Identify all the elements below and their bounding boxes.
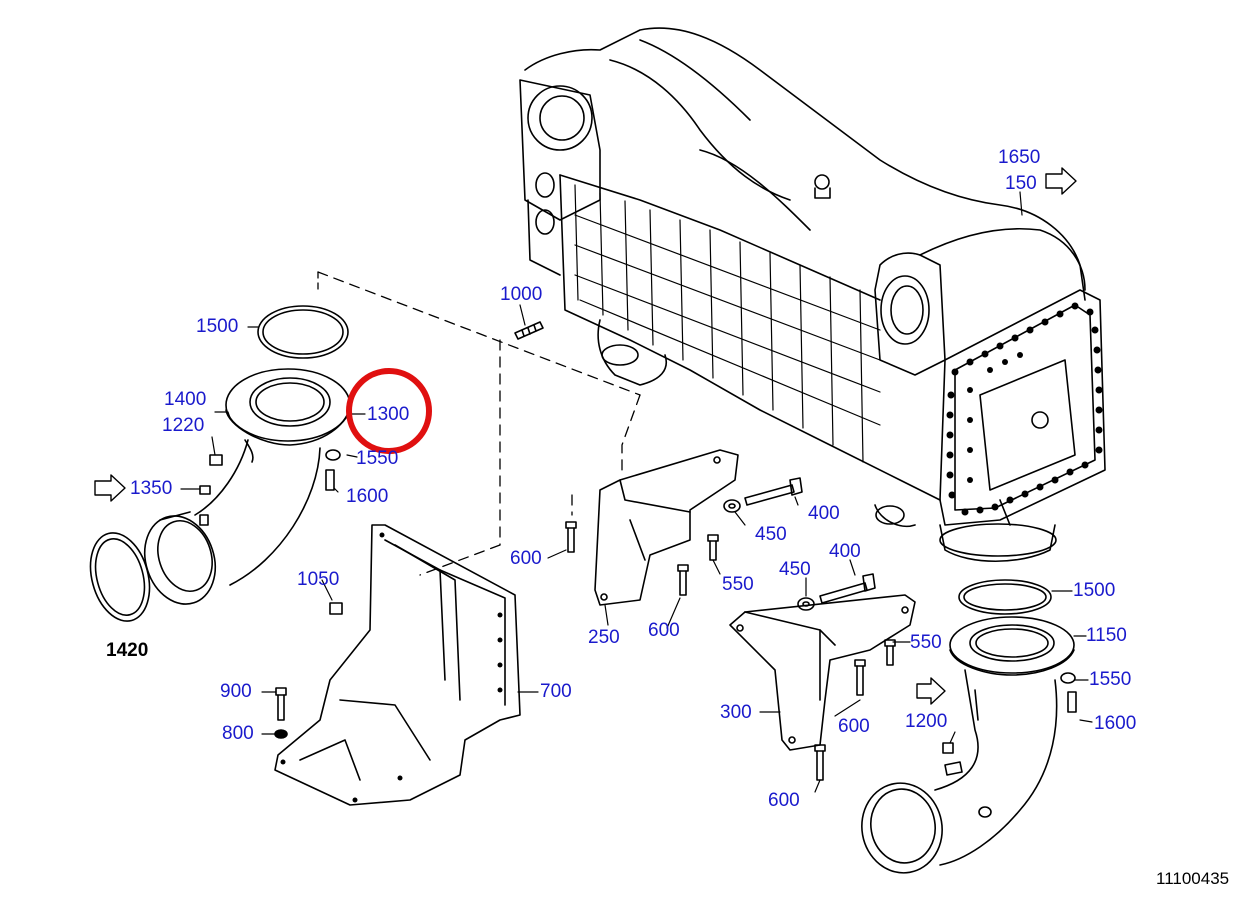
callout-550-b[interactable]: 550 [910,632,942,653]
callout-800[interactable]: 800 [222,723,254,744]
callout-1550-right[interactable]: 1550 [1089,669,1132,690]
left-elbow-pipe [89,305,351,622]
flow-arrows [94,167,1077,705]
callout-1600-right[interactable]: 1600 [1094,713,1137,734]
callout-1050[interactable]: 1050 [297,569,340,590]
callout-700[interactable]: 700 [540,681,572,702]
bracket-700 [274,524,521,806]
stud-1000 [514,321,544,340]
callout-550-a[interactable]: 550 [722,574,754,595]
document-number: 11100435 [1156,869,1230,888]
cooler-housing [519,27,1106,562]
bracket-250 [565,449,803,606]
callout-1500-left[interactable]: 1500 [196,316,239,337]
callout-1600-left[interactable]: 1600 [346,486,389,507]
callout-600-a[interactable]: 600 [510,548,542,569]
callout-600-c[interactable]: 600 [838,716,870,737]
callout-600-b[interactable]: 600 [648,620,680,641]
callout-1400[interactable]: 1400 [164,389,207,410]
callout-1200[interactable]: 1200 [905,711,948,732]
callout-150[interactable]: 150 [1005,173,1037,194]
callout-1300[interactable]: 1300 [367,404,410,425]
callout-1000[interactable]: 1000 [500,284,543,305]
callout-250[interactable]: 250 [588,627,620,648]
callout-1220[interactable]: 1220 [162,415,205,436]
callout-400-b[interactable]: 400 [829,541,861,562]
highlight-circle [346,368,432,454]
callout-1500-right[interactable]: 1500 [1073,580,1116,601]
bracket-300 [729,573,916,781]
right-elbow-pipe [861,579,1077,874]
callout-1550-left[interactable]: 1550 [356,448,399,469]
callout-900[interactable]: 900 [220,681,252,702]
callout-1350[interactable]: 1350 [130,478,173,499]
callout-300[interactable]: 300 [720,702,752,723]
assembly-dashed-lines [317,271,641,576]
callout-1150[interactable]: 1150 [1086,625,1127,646]
leader-lines [180,191,1093,793]
callout-450-b[interactable]: 450 [779,559,811,580]
callout-450-a[interactable]: 450 [755,524,787,545]
callout-400-a[interactable]: 400 [808,503,840,524]
callout-600-d[interactable]: 600 [768,790,800,811]
callout-1650[interactable]: 1650 [998,147,1041,168]
callout-1420[interactable]: 1420 [106,640,149,661]
